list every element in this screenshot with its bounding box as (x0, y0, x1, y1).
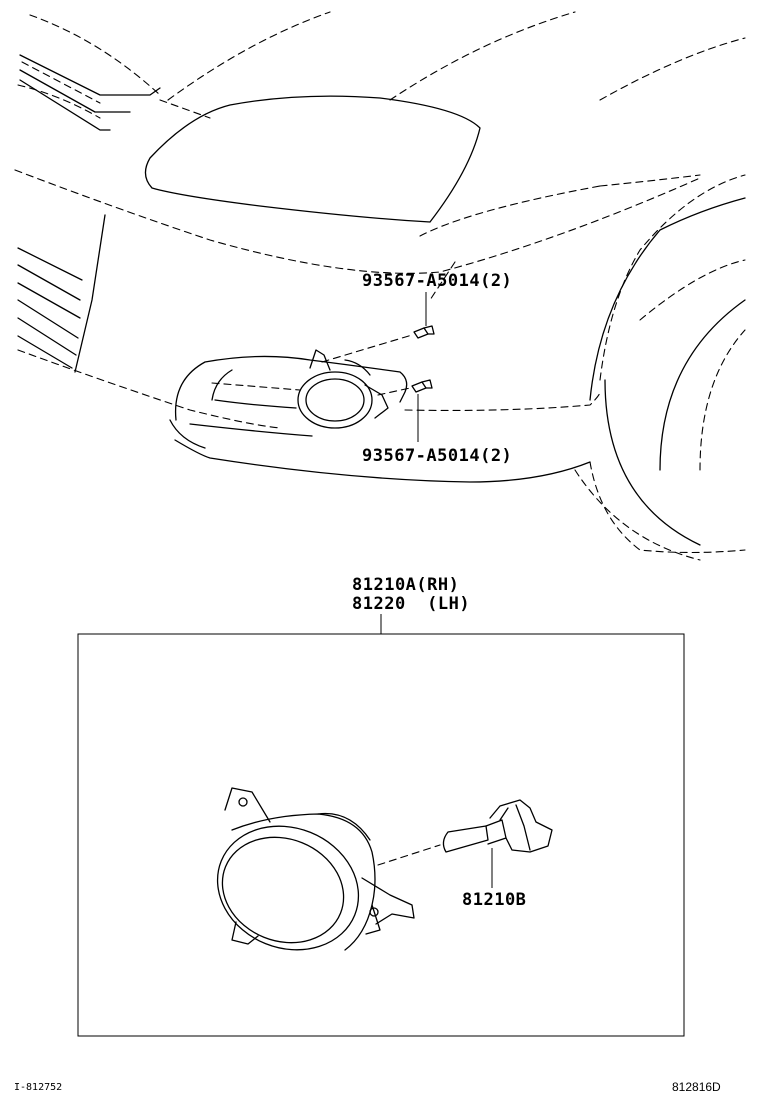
bulb-icon (442, 799, 553, 853)
fog-lamp-assembly-icon (216, 787, 415, 951)
car-body-outline (14, 11, 746, 561)
screw-lower-icon (411, 379, 433, 393)
parts-box (77, 614, 685, 1037)
lamp-lh-part-number: 81220 (LH) (352, 594, 471, 614)
bulb-part-number: 81210B (462, 890, 527, 910)
screw-upper-icon (413, 325, 435, 339)
lamp-rh-part-number: 81210A(RH) (352, 575, 460, 595)
screw-lower-part-number: 93567-A5014(2) (362, 446, 513, 466)
illustration-code: I-812752 (14, 1082, 63, 1093)
diagram-code: 812816D (672, 1080, 721, 1094)
screw-upper-part-number: 93567-A5014(2) (362, 271, 513, 291)
